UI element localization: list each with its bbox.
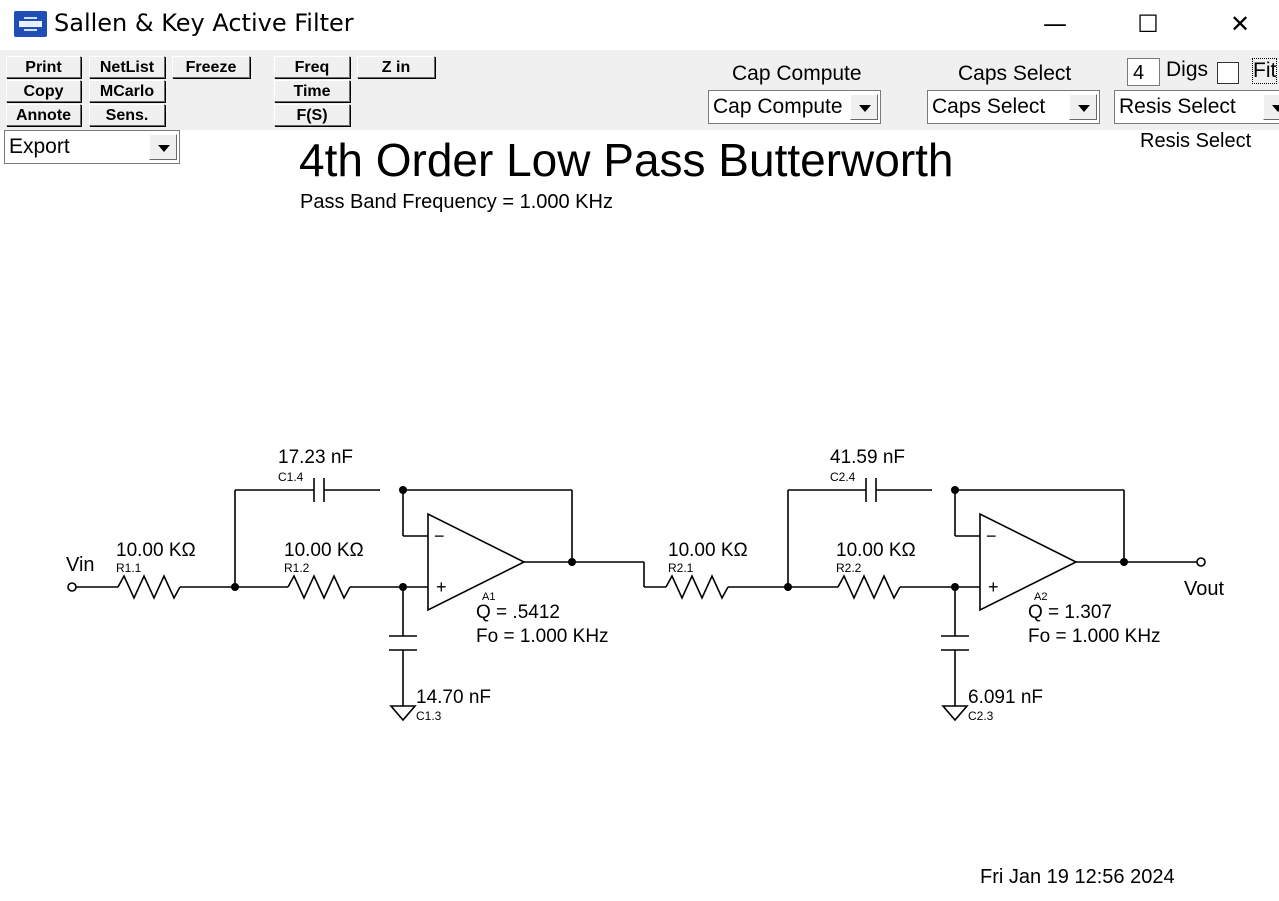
r21-name: R2.1 xyxy=(668,561,694,575)
annote-button[interactable]: Annote xyxy=(6,104,81,126)
export-select-value: Export xyxy=(9,135,70,158)
minimize-button[interactable]: — xyxy=(1043,10,1067,38)
sens-button[interactable]: Sens. xyxy=(89,104,165,126)
c13-name: C1.3 xyxy=(416,709,442,723)
a1-fo: Fo = 1.000 KHz xyxy=(476,626,609,647)
r11-value: 10.00 KΩ xyxy=(116,540,196,561)
digs-label: Digs xyxy=(1166,58,1209,81)
junction-dot xyxy=(951,486,959,494)
copy-button[interactable]: Copy xyxy=(6,80,81,102)
c13-value: 14.70 nF xyxy=(416,687,491,708)
vout-terminal xyxy=(1196,557,1206,567)
junction-dot xyxy=(1120,558,1128,566)
resis-select[interactable]: Resis Select xyxy=(1114,90,1279,124)
fs-button[interactable]: F(S) xyxy=(274,104,350,126)
timestamp: Fri Jan 19 12:56 2024 xyxy=(980,866,1175,888)
a1-plus: + xyxy=(436,577,447,597)
a1-minus: − xyxy=(434,526,445,546)
resistor-r12 xyxy=(287,574,351,600)
freeze-button[interactable]: Freeze xyxy=(172,56,250,78)
print-button[interactable]: Print xyxy=(6,56,81,78)
vin-terminal xyxy=(67,582,77,592)
passband-frequency: Pass Band Frequency = 1.000 KHz xyxy=(300,191,613,213)
close-button[interactable]: ✕ xyxy=(1229,10,1251,38)
freq-button[interactable]: Freq xyxy=(274,56,350,78)
a2-fo: Fo = 1.000 KHz xyxy=(1028,626,1161,647)
ground-symbol xyxy=(389,705,417,722)
junction-dot xyxy=(399,583,407,591)
r11-name: R1.1 xyxy=(116,561,142,575)
resis-select-value: Resis Select xyxy=(1119,95,1236,118)
caps-select-label: Caps Select xyxy=(958,62,1072,85)
r12-value: 10.00 KΩ xyxy=(284,540,364,561)
a1-q: Q = .5412 xyxy=(476,602,560,623)
window-title: Sallen & Key Active Filter xyxy=(54,9,354,37)
c24-name: C2.4 xyxy=(830,470,856,484)
vout-label: Vout xyxy=(1184,578,1224,600)
cap-compute-select[interactable]: Cap Compute xyxy=(708,90,881,124)
ground-symbol xyxy=(941,705,969,722)
time-button[interactable]: Time xyxy=(274,80,350,102)
zin-button[interactable]: Z in xyxy=(357,56,435,78)
c14-name: C1.4 xyxy=(278,470,304,484)
resistor-r21 xyxy=(665,574,729,600)
a1-name: A1 xyxy=(482,591,495,603)
a2-minus: − xyxy=(986,526,997,546)
chevron-down-icon[interactable] xyxy=(850,94,878,120)
r12-name: R1.2 xyxy=(284,561,310,575)
digits-input[interactable]: 4 xyxy=(1127,58,1160,86)
opamp-a2 xyxy=(979,512,1078,612)
mcarlo-button[interactable]: MCarlo xyxy=(89,80,165,102)
netlist-button[interactable]: NetList xyxy=(89,56,165,78)
resistor-r11 xyxy=(117,574,181,600)
junction-dot xyxy=(231,583,239,591)
filter-title: 4th Order Low Pass Butterworth xyxy=(299,134,954,186)
a2-name: A2 xyxy=(1034,591,1047,603)
r22-name: R2.2 xyxy=(836,561,862,575)
cap-compute-label: Cap Compute xyxy=(732,62,862,85)
vin-label: Vin xyxy=(66,554,95,576)
c24-value: 41.59 nF xyxy=(830,447,905,468)
title-bar: Sallen & Key Active Filter — ☐ ✕ xyxy=(0,0,1279,50)
resis-select-label: Resis Select xyxy=(1140,130,1252,152)
junction-dot xyxy=(784,583,792,591)
cap-compute-value: Cap Compute xyxy=(713,95,843,118)
r21-value: 10.00 KΩ xyxy=(668,540,748,561)
r22-value: 10.00 KΩ xyxy=(836,540,916,561)
junction-dot xyxy=(951,583,959,591)
caps-select-value: Caps Select xyxy=(932,95,1046,118)
app-icon xyxy=(14,11,47,37)
fit-checkbox[interactable] xyxy=(1217,62,1239,84)
c23-name: C2.3 xyxy=(968,709,994,723)
caps-select[interactable]: Caps Select xyxy=(927,90,1100,124)
export-select[interactable]: Export xyxy=(4,130,180,164)
junction-dot xyxy=(399,486,407,494)
c23-value: 6.091 nF xyxy=(968,687,1043,708)
opamp-a1 xyxy=(427,512,526,612)
fit-label: Fit xyxy=(1251,58,1278,84)
chevron-down-icon[interactable] xyxy=(149,134,177,160)
junction-dot xyxy=(568,558,576,566)
maximize-button[interactable]: ☐ xyxy=(1137,10,1159,38)
chevron-down-icon[interactable] xyxy=(1263,94,1279,120)
c14-value: 17.23 nF xyxy=(278,447,353,468)
a2-q: Q = 1.307 xyxy=(1028,602,1112,623)
a2-plus: + xyxy=(988,577,999,597)
chevron-down-icon[interactable] xyxy=(1069,94,1097,120)
resistor-r22 xyxy=(837,574,901,600)
